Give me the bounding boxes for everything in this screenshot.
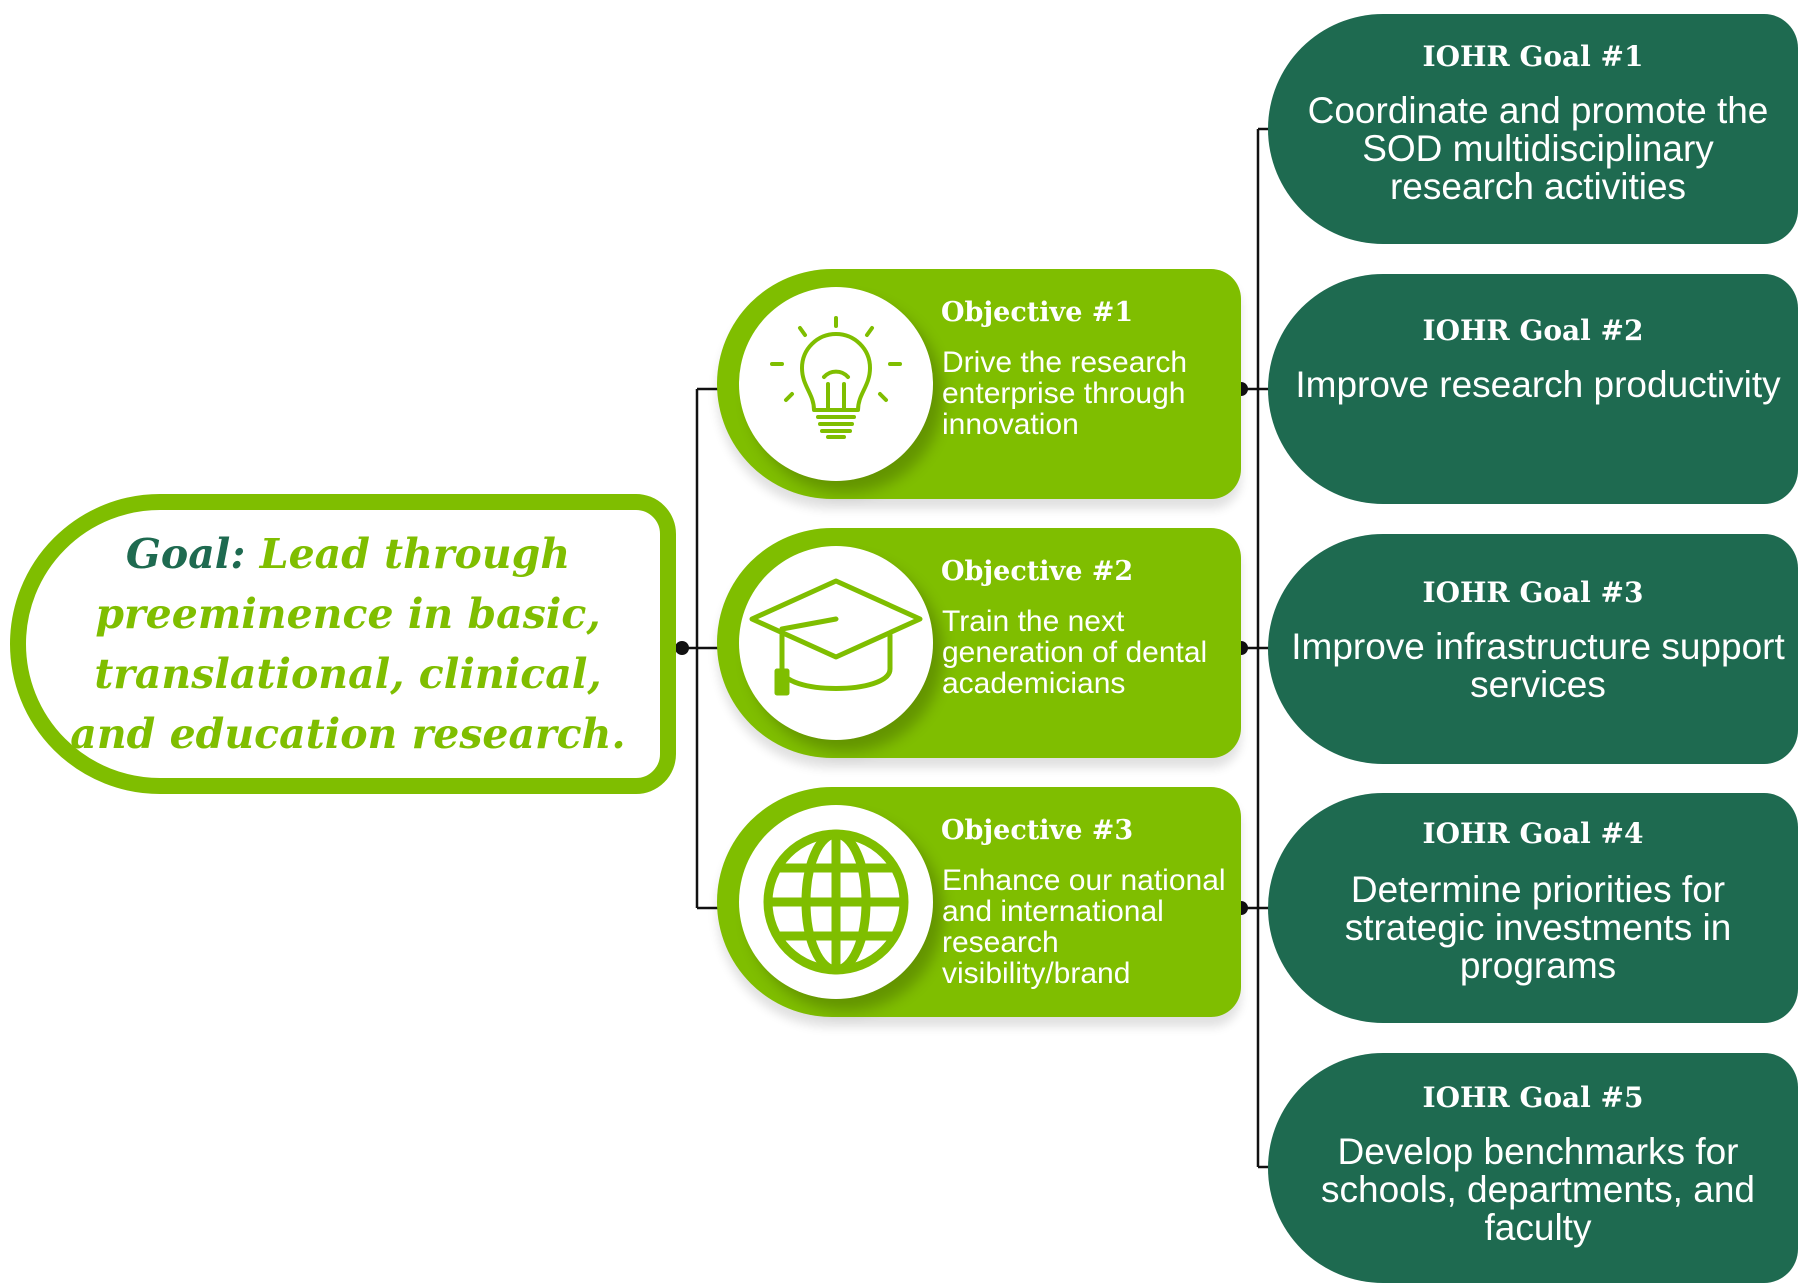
objective-icon-circle: [739, 287, 933, 481]
main-goal-box: Goal: Lead through preeminence in basic,…: [10, 494, 676, 794]
iohr-goal-title: IOHR Goal #3: [1422, 576, 1644, 609]
iohr-goal-title: IOHR Goal #5: [1422, 1081, 1644, 1114]
iohr-goal-description: Improve research productivity: [1295, 364, 1781, 405]
globe-icon: [763, 829, 909, 975]
goal-statement: Goal: Lead through preeminence in basic,…: [36, 524, 660, 764]
iohr-goal-card-4: IOHR Goal #4 Determine priorities for st…: [1268, 793, 1798, 1023]
iohr-goal-card-2: IOHR Goal #2 Improve research productivi…: [1268, 274, 1798, 504]
iohr-goal-description: Improve infrastructure support services: [1291, 626, 1785, 705]
objective-icon-circle: [739, 805, 933, 999]
goal-text: Lead through preeminence in basic, trans…: [70, 530, 626, 758]
objective-title: Objective #3: [941, 815, 1134, 846]
objective-description: Enhance our national and international r…: [942, 864, 1226, 990]
objective-icon-circle: [739, 546, 933, 740]
iohr-goal-card-3: IOHR Goal #3 Improve infrastructure supp…: [1268, 534, 1798, 764]
iohr-goal-description: Coordinate and promote the SOD multidisc…: [1307, 90, 1769, 207]
objective-card-3: Objective #3 Enhance our national and in…: [717, 787, 1241, 1017]
iohr-goal-card-1: IOHR Goal #1 Coordinate and promote the …: [1268, 14, 1798, 244]
iohr-goal-title: IOHR Goal #4: [1422, 817, 1644, 850]
objective-description: Train the next generation of dental acad…: [942, 605, 1208, 700]
objective-title: Objective #2: [941, 556, 1134, 587]
iohr-goal-title: IOHR Goal #2: [1422, 314, 1644, 347]
objective-card-1: Objective #1 Drive the research enterpri…: [717, 269, 1241, 499]
iohr-goal-description: Develop benchmarks for schools, departme…: [1321, 1131, 1755, 1248]
lightbulb-icon: [770, 316, 902, 439]
iohr-goal-title: IOHR Goal #1: [1422, 40, 1644, 73]
graduation-cap-icon: [749, 578, 923, 696]
objective-title: Objective #1: [941, 297, 1134, 328]
iohr-goal-description: Determine priorities for strategic inves…: [1344, 869, 1732, 986]
connector-dot: [675, 641, 689, 655]
goal-label: Goal:: [125, 530, 246, 578]
objective-card-2: Objective #2 Train the next generation o…: [717, 528, 1241, 758]
iohr-goal-card-5: IOHR Goal #5 Develop benchmarks for scho…: [1268, 1053, 1798, 1283]
objective-description: Drive the research enterprise through in…: [942, 346, 1188, 441]
